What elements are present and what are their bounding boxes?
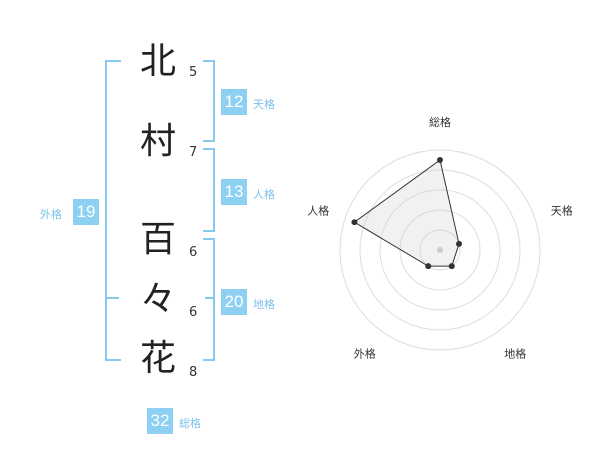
radar-axis-label-2: 天格 [551,203,573,217]
radar-axis-label-1: 総格 [429,115,451,129]
chikaku-value: 20 [221,289,247,315]
chikaku-bracket-tick [205,297,215,299]
soukaku-label: 総格 [179,417,201,430]
stroke-count-4: 6 [189,305,198,320]
gaikaku-bracket [105,60,121,361]
chikaku-bracket [203,238,215,361]
name-char-3: 百 [140,219,177,260]
stroke-count-3: 6 [189,245,198,260]
stroke-count-5: 8 [189,365,198,380]
radar-point-3 [448,263,455,270]
radar-grid-ring [419,229,461,271]
jinkaku-bracket [203,148,215,232]
jinkaku-value: 13 [221,179,247,205]
name-char-2: 村 [140,121,177,162]
jinkaku-label: 人格 [253,188,275,201]
tenkaku-value: 12 [221,89,247,115]
tenkaku-bracket [203,60,215,142]
radar-grid-ring [379,189,501,311]
radar-point-5 [351,219,358,226]
radar-point-1 [437,157,443,163]
soukaku-value: 32 [147,408,173,434]
name-char-1: 北 [140,41,177,82]
gaikaku-value: 19 [73,199,99,225]
radar-grid-ring [399,209,481,291]
radar-axis-label-4: 外格 [354,347,376,361]
tenkaku-label: 天格 [253,98,275,111]
radar-point-4 [425,263,432,270]
radar-center [437,247,443,253]
radar-series-polygon [353,159,460,267]
radar-point-2 [456,240,463,247]
name-char-5: 花 [140,338,177,379]
radar-axis-label-5: 人格 [307,203,329,217]
gaikaku-label: 外格 [40,208,62,221]
radar-grid-ring [339,149,541,351]
radar-grid-ring [359,169,521,331]
stroke-count-2: 7 [189,145,198,160]
stroke-count-1: 5 [189,65,198,80]
radar-axis-label-3: 地格 [504,347,526,361]
name-char-4: 々 [140,279,177,320]
chikaku-label: 地格 [253,298,275,311]
gaikaku-bracket-tick [105,297,119,299]
